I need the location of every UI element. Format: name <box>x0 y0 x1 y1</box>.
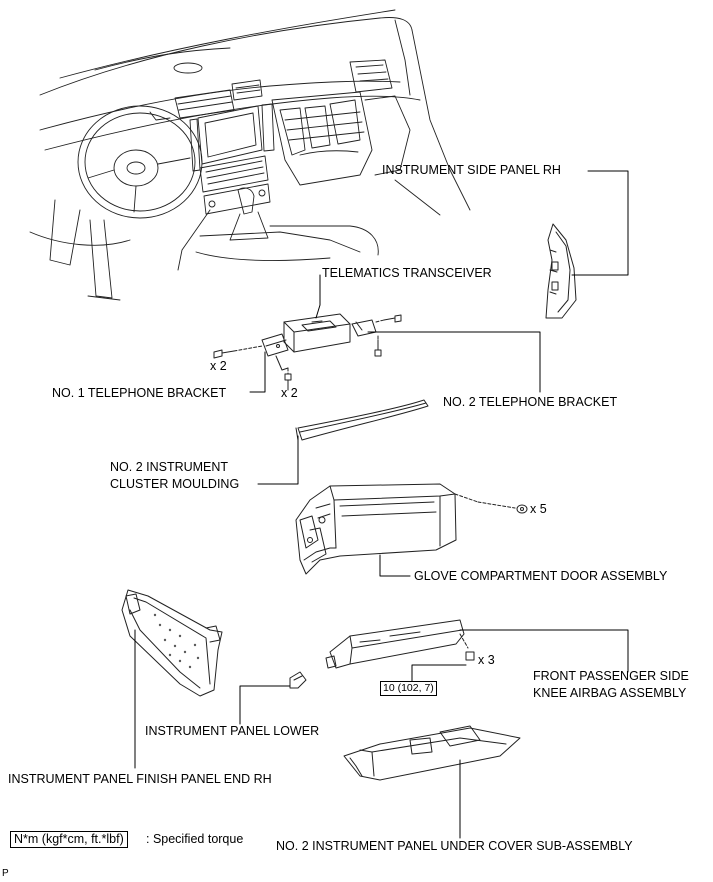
label-instrument-side-panel-rh: INSTRUMENT SIDE PANEL RH <box>382 163 561 177</box>
qty-airbag-bolts: x 3 <box>478 653 495 667</box>
telematics-transceiver-part <box>283 313 351 353</box>
dashboard-illustration <box>29 9 471 301</box>
label-no1-telephone-bracket: NO. 1 TELEPHONE BRACKET <box>52 386 227 400</box>
leader-transceiver <box>315 274 321 319</box>
leader-lines <box>134 170 629 839</box>
corner-mark: P <box>2 868 9 879</box>
leader-bracket1 <box>249 351 266 393</box>
glove-compartment-door-part <box>295 483 516 575</box>
label-no2-instrument-cluster-moulding-1: NO. 2 INSTRUMENT <box>110 460 229 474</box>
leader-torque <box>411 664 467 686</box>
leader-side-panel <box>571 170 629 276</box>
under-cover-part <box>343 725 521 781</box>
instrument-side-panel-rh-part <box>545 223 577 319</box>
label-front-passenger-side-1: FRONT PASSENGER SIDE <box>533 669 689 683</box>
label-no2-telephone-bracket: NO. 2 TELEPHONE BRACKET <box>443 395 618 409</box>
label-no2-instrument-cluster-moulding-2: CLUSTER MOULDING <box>110 477 240 491</box>
qty-glove-box-screws: x 5 <box>530 502 547 516</box>
label-knee-airbag-assembly-2: KNEE AIRBAG ASSEMBLY <box>533 686 687 700</box>
torque-spec-airbag-bolt: 10 (102, 7) <box>380 681 437 696</box>
glove-box-screw <box>516 504 528 514</box>
qty-bracket1-screw-lower: x 2 <box>281 386 298 400</box>
leader-panel-lower <box>239 685 291 725</box>
leader-moulding <box>257 435 299 485</box>
no1-telephone-bracket-part <box>261 333 289 371</box>
legend-torque-unit: N*m (kgf*cm, ft.*lbf) <box>10 831 128 848</box>
leader-airbag <box>459 629 629 673</box>
instrument-panel-finish-panel-end-rh-part <box>121 589 223 697</box>
qty-bracket1-screw-upper: x 2 <box>210 359 227 373</box>
label-glove-compartment-door-assembly: GLOVE COMPARTMENT DOOR ASSEMBLY <box>414 569 668 583</box>
screws-bracket-area <box>213 314 402 391</box>
airbag-bolt <box>465 651 475 661</box>
label-telematics-transceiver: TELEMATICS TRANSCEIVER <box>322 266 492 280</box>
no2-instrument-cluster-moulding-part <box>295 399 429 441</box>
no2-telephone-bracket-part <box>351 319 377 337</box>
legend-description: : Specified torque <box>146 832 244 846</box>
label-instrument-panel-lower: INSTRUMENT PANEL LOWER <box>145 724 320 738</box>
leader-bracket2 <box>367 331 541 393</box>
knee-airbag-assembly-part <box>325 619 469 669</box>
label-instrument-panel-finish-panel-end-rh: INSTRUMENT PANEL FINISH PANEL END RH <box>8 772 272 786</box>
instrument-panel-lower-part <box>289 671 307 689</box>
label-no2-instrument-panel-under-cover: NO. 2 INSTRUMENT PANEL UNDER COVER SUB-A… <box>276 839 633 853</box>
leader-glove <box>379 554 411 577</box>
